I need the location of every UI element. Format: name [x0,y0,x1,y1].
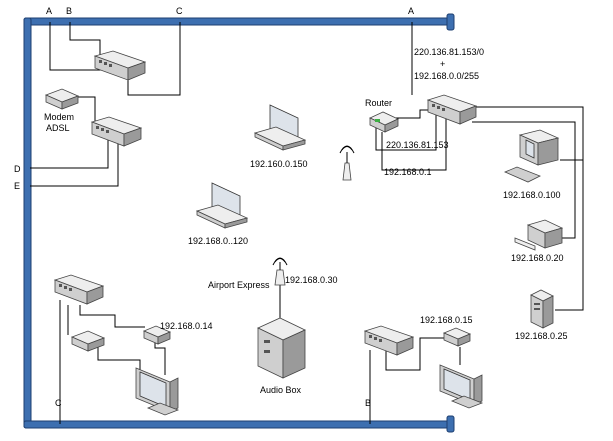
pipe-left [23,17,32,429]
laptop2-ip: 192.168.0..120 [188,236,248,246]
airport-express-label: Airport Express [208,280,270,290]
link-b-top: B [66,6,72,16]
router-label: Router [365,98,392,108]
server-tower-icon [530,289,554,329]
pipe-bottom [23,420,455,429]
audio-box-label: Audio Box [260,385,302,395]
monitor-icon [439,364,484,409]
bl-device-ip: 192.168.0.14 [160,321,213,331]
laptop1-ip: 192.160.0.150 [250,159,308,169]
link-a-top-right: A [408,6,414,16]
br-device-ip: 192.168.0.15 [420,315,473,325]
printer-icon [514,219,564,251]
link-d-side: D [14,164,21,174]
antenna-icon [272,257,288,286]
antenna-icon [339,145,355,181]
wan-ip-line1: 220.136.81.153/0 [414,47,484,57]
pipe-right [446,13,455,31]
wires [30,22,584,424]
wan-ip-plus: + [440,59,445,69]
pipe-top [23,17,455,26]
link-b-bottom: B [365,398,371,408]
airport-ip: 192.168.0.30 [285,275,338,285]
backbone-pipes [23,13,455,433]
network-switch-icon [53,274,105,305]
router-lan-ip: 192.168.0.1 [384,167,432,177]
pipe-right-bottom [446,415,455,433]
audio-box-icon [257,317,306,379]
monitor-icon [135,367,180,416]
router-icon [442,327,472,347]
adsl-label: ADSL [46,123,70,133]
link-a-top-left: A [46,6,52,16]
wan-ip-line2: 192.168.0.0/255 [414,71,479,81]
laptop-icon [195,182,249,229]
modem-label: Modem [44,112,74,122]
router-icon [142,325,172,345]
router-wan-ip: 220.136.81.153 [386,140,449,150]
desktop-ip: 192.168.0.100 [503,190,561,200]
network-switch-icon [90,116,143,147]
printer-ip: 192.168.0.20 [511,253,564,263]
network-switch-icon [426,94,478,125]
modem-icon [44,88,80,110]
laptop-icon [253,104,307,151]
link-c-top: C [176,6,183,16]
server-ip: 192.168.0.25 [515,331,568,341]
link-e-side: E [14,181,20,191]
network-switch-icon [93,50,147,81]
modem-icon [70,330,106,352]
desktop-computer-icon [503,129,560,183]
link-c-bottom: C [55,398,62,408]
router-icon [369,111,399,133]
network-switch-icon [363,325,415,356]
